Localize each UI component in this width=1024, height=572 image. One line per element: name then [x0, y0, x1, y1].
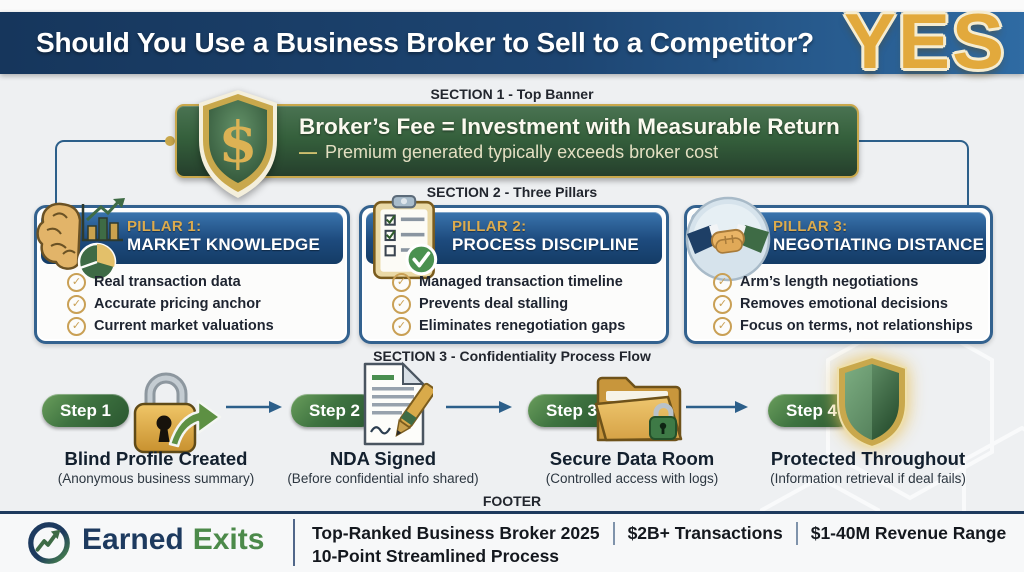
- list-item: ✓Accurate pricing anchor: [67, 293, 341, 315]
- step1-title: Blind Profile Created: [64, 448, 248, 469]
- dollar-shield-icon: $: [188, 88, 288, 200]
- banner-subtitle: —Premium generated typically exceeds bro…: [299, 142, 719, 162]
- step2-badge: Step 2: [291, 394, 379, 427]
- answer-badge: YES: [843, 0, 1006, 85]
- stat-separator: [612, 522, 615, 545]
- title-banner: Should You Use a Business Broker to Sell…: [0, 2, 1024, 80]
- connector-line-left: [55, 140, 169, 210]
- list-item: ✓Real transaction data: [67, 271, 341, 293]
- check-circle-icon: ✓: [392, 294, 411, 314]
- green-shield-icon: [830, 354, 914, 450]
- list-item: ✓Arm’s length negotiations: [713, 271, 984, 293]
- pillar2-benefit-list: ✓Managed transaction timeline ✓Prevents …: [392, 271, 660, 337]
- brand-word-earned: Earned: [82, 523, 184, 556]
- flow-step-4: Step 4 Protected Throughout (Information…: [748, 355, 988, 491]
- flow-step-3: Step 3 Secure Data Room (Controlled acce…: [512, 366, 752, 491]
- padlock-arrow-icon: [114, 364, 222, 456]
- top-margin-strip: [0, 0, 1024, 12]
- footer-tagline: 10-Point Streamlined Process: [312, 546, 560, 566]
- page-title: Should You Use a Business Broker to Sell…: [36, 27, 814, 58]
- pillar-card-process-discipline: PILLAR 2: PROCESS DISCIPLINE: [359, 195, 669, 344]
- pillar2-kicker: PILLAR 2:: [452, 218, 527, 235]
- check-circle-icon: ✓: [392, 272, 411, 292]
- secure-folder-icon: [590, 360, 686, 448]
- step4-subtitle: (Information retrieval if deal fails): [770, 471, 966, 486]
- stat-separator: [795, 522, 798, 545]
- step2-subtitle: (Before confidential info shared): [287, 471, 479, 486]
- list-item: ✓Focus on terms, not relationships: [713, 315, 984, 337]
- section3-label: SECTION 3 - Confidentiality Process Flow: [373, 348, 651, 364]
- footer-stats-row: Top-Ranked Business Broker 2025 $2B+ Tra…: [312, 522, 1006, 545]
- pillar3-title: NEGOTIATING DISTANCE: [773, 235, 985, 254]
- broker-fee-banner: Broker’s Fee = Investment with Measurabl…: [175, 104, 859, 178]
- pillar-card-negotiating-distance: PILLAR 3: NEGOTIATING DISTANCE ✓Arm’s le…: [684, 196, 993, 344]
- dash-decoration: —: [299, 142, 317, 162]
- list-item: ✓Current market valuations: [67, 315, 341, 337]
- svg-text:$: $: [219, 110, 258, 176]
- brain-analytics-icon: [33, 194, 129, 282]
- flow-arrow-icon: [226, 401, 282, 413]
- flow-arrow-icon: [446, 401, 512, 413]
- nda-document-icon: [355, 360, 437, 450]
- check-circle-icon: ✓: [67, 272, 86, 292]
- footer-vertical-divider: [293, 519, 295, 566]
- pillar2-title: PROCESS DISCIPLINE: [452, 235, 639, 254]
- footer-divider-line: [0, 511, 1024, 514]
- flow-step-1: Step 1 Blind Profile Created (Anonymous …: [36, 366, 276, 491]
- list-item: ✓Managed transaction timeline: [392, 271, 660, 293]
- pillar3-kicker: PILLAR 3:: [773, 218, 848, 235]
- growth-chart-circle-icon: [26, 520, 72, 566]
- check-circle-icon: ✓: [67, 294, 86, 314]
- flow-arrow-icon: [686, 401, 748, 413]
- connector-line-right: [853, 140, 969, 210]
- footer-label: FOOTER: [482, 493, 542, 509]
- step1-subtitle: (Anonymous business summary): [57, 471, 255, 486]
- check-circle-icon: ✓: [392, 316, 411, 336]
- step1-badge: Step 1: [42, 394, 130, 427]
- step2-title: NDA Signed: [329, 448, 437, 469]
- step4-title: Protected Throughout: [770, 448, 966, 469]
- check-circle-icon: ✓: [713, 316, 732, 336]
- flow-step-2: Step 2 NDA Signed (Before confiden: [263, 361, 503, 491]
- section1-label: SECTION 1 - Top Banner: [430, 86, 594, 102]
- step3-subtitle: (Controlled access with logs): [545, 471, 719, 486]
- list-item: ✓Prevents deal stalling: [392, 293, 660, 315]
- list-item: ✓Eliminates renegotiation gaps: [392, 315, 660, 337]
- pillar1-title: MARKET KNOWLEDGE: [127, 235, 321, 254]
- check-circle-icon: ✓: [713, 294, 732, 314]
- check-circle-icon: ✓: [713, 272, 732, 292]
- pillar1-kicker: PILLAR 1:: [127, 218, 202, 235]
- connector-dot-left: [165, 136, 175, 146]
- pillar1-benefit-list: ✓Real transaction data ✓Accurate pricing…: [67, 271, 341, 337]
- banner-title: Broker’s Fee = Investment with Measurabl…: [299, 114, 840, 139]
- section2-label: SECTION 2 - Three Pillars: [426, 184, 598, 200]
- pillar-card-market-knowledge: PILLAR 1: MARKET KNOWLEDGE ✓Real transac…: [34, 198, 350, 344]
- stat-transactions: $2B+ Transactions: [627, 523, 783, 543]
- brand-word-exits: Exits: [192, 523, 265, 556]
- check-circle-icon: ✓: [67, 316, 86, 336]
- hexagon-pattern-decoration: [760, 311, 1024, 528]
- clipboard-checklist-icon: [364, 194, 446, 282]
- pillar3-benefit-list: ✓Arm’s length negotiations ✓Removes emot…: [713, 271, 984, 337]
- step3-title: Secure Data Room: [549, 448, 715, 469]
- stat-ranking: Top-Ranked Business Broker 2025: [312, 523, 600, 543]
- stat-revenue-range: $1-40M Revenue Range: [810, 523, 1007, 543]
- handshake-icon: [683, 194, 773, 282]
- list-item: ✓Removes emotional decisions: [713, 293, 984, 315]
